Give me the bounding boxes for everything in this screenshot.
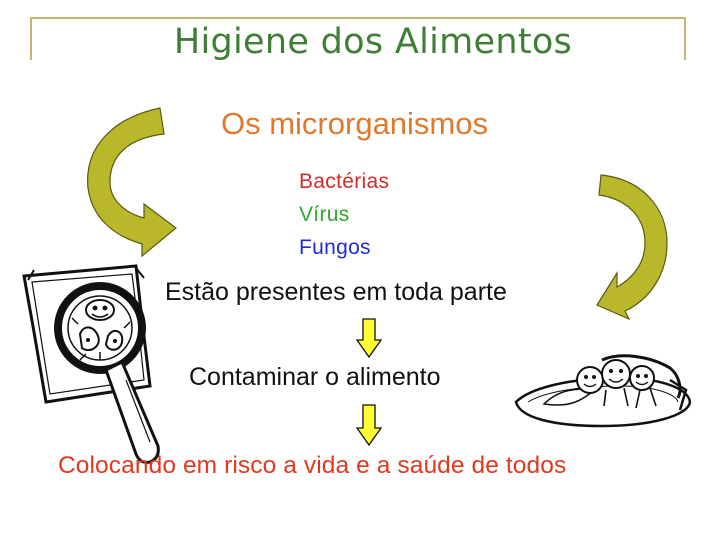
magnifying-glass-germs-icon [22,264,160,464]
microorganism-bacteria: Bactérias [299,170,390,193]
microorganism-virus: Vírus [299,203,350,226]
slide-subtitle: Os microrganismos [221,106,488,141]
down-arrow-icon [356,404,382,446]
food-plate-germs-icon [514,354,692,428]
frame-gap-right [684,60,688,540]
statement-contaminate-food: Contaminar o alimento [189,363,441,391]
down-arrow-icon [356,318,382,358]
curved-arrow-right-icon [596,174,668,320]
curved-arrow-left-icon [87,107,177,258]
slide-title: Higiene dos Alimentos [173,22,573,62]
statement-present-everywhere: Estão presentes em toda parte [165,278,507,306]
statement-risk: Colocando em risco a vida e a saúde de t… [58,452,567,479]
microorganism-fungi: Fungos [299,236,371,259]
